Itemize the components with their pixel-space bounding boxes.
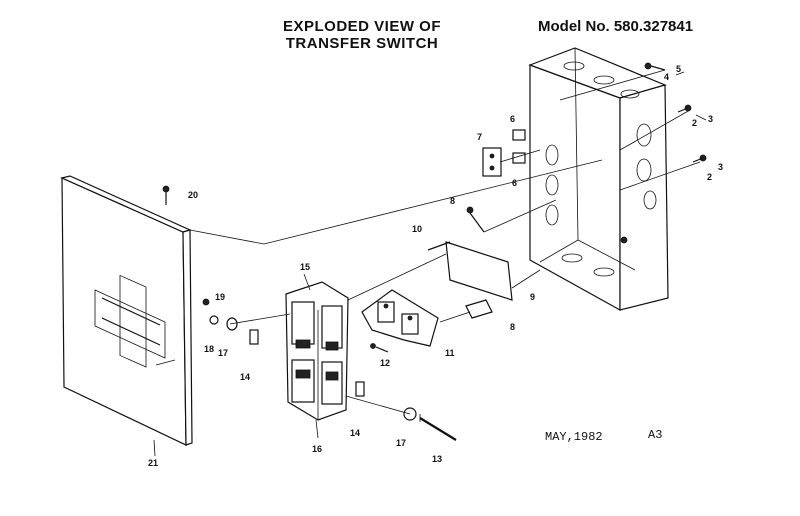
callout-8-lower: 8: [510, 322, 515, 332]
clip-6-upper: [512, 129, 526, 141]
callout-7: 7: [477, 132, 482, 142]
callout-12: 12: [380, 358, 390, 368]
leader-cover-to-box: [189, 159, 603, 245]
clip-8-lower: [465, 299, 493, 319]
enclosure-box: [528, 47, 669, 312]
page-code: A3: [648, 428, 663, 442]
screw-20: [162, 185, 170, 205]
callout-9: 9: [530, 292, 535, 302]
callout-3-upper: 3: [708, 114, 713, 124]
washer-18: [209, 315, 219, 325]
callout-2-upper: 2: [692, 118, 697, 128]
mounting-bracket: [361, 289, 439, 347]
clip-14-right: [355, 381, 365, 397]
callout-6-lower: 6: [512, 178, 517, 188]
callout-5: 5: [676, 64, 681, 74]
callout-21: 21: [148, 458, 158, 468]
callout-10: 10: [412, 224, 422, 234]
callout-4: 4: [664, 72, 669, 82]
callout-11: 11: [445, 348, 455, 358]
stud-10: [427, 241, 451, 251]
diagram-title: EXPLODED VIEW OF TRANSFER SWITCH: [262, 18, 462, 52]
model-number: Model No. 580.327841: [538, 18, 694, 35]
callout-16: 16: [312, 444, 322, 454]
breaker-assembly: [285, 281, 349, 421]
callout-14-right: 14: [350, 428, 360, 438]
callout-2-lower: 2: [707, 172, 712, 182]
callout-17-right: 17: [396, 438, 406, 448]
title-line-2: TRANSFER SWITCH: [285, 35, 439, 52]
callout-15: 15: [300, 262, 310, 272]
screw-12: [370, 343, 389, 353]
callout-13: 13: [432, 454, 442, 464]
bolt-8-upper: [466, 206, 485, 233]
clip-6-lower: [512, 152, 526, 164]
clip-14-left: [249, 329, 259, 345]
cover-plate: [60, 175, 193, 446]
callout-8-upper: 8: [450, 196, 455, 206]
screw-5: [644, 62, 666, 71]
callout-20: 20: [188, 190, 198, 200]
terminal-block-7: [482, 147, 502, 177]
title-line-1: EXPLODED VIEW OF: [282, 18, 441, 35]
callout-6-upper: 6: [510, 114, 515, 124]
callout-17-left: 17: [218, 348, 228, 358]
bolt-13: [419, 414, 457, 441]
callout-14-left: 14: [240, 372, 250, 382]
insulator-plate: [445, 241, 513, 301]
nut-19: [202, 298, 210, 306]
callout-18: 18: [204, 344, 214, 354]
callout-3-lower: 3: [718, 162, 723, 172]
screw-3-lower: [692, 154, 707, 163]
callout-19: 19: [215, 292, 225, 302]
date-stamp: MAY,1982: [545, 430, 603, 444]
